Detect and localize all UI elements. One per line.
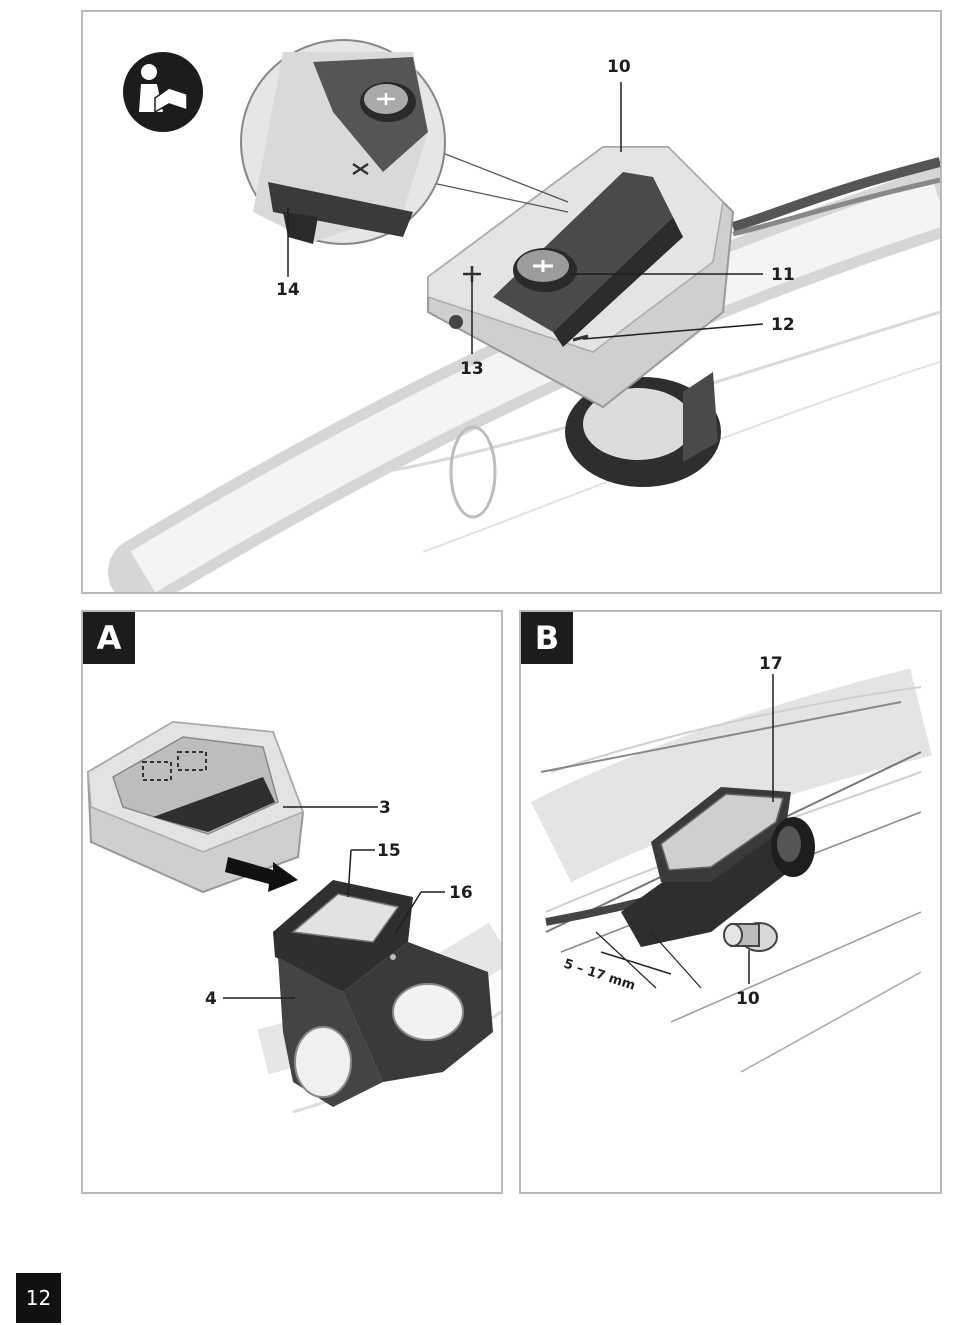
callout-12: 12 <box>771 315 795 335</box>
callout-11: 11 <box>771 265 795 285</box>
insert-arrow-icon <box>225 857 298 892</box>
display-mount-illustration: 3 15 16 4 <box>86 720 501 1114</box>
figure-panel-a: 3 15 16 4 A <box>81 610 503 1194</box>
callout-10-sensor: 10 <box>736 989 760 1009</box>
callout-16: 16 <box>449 883 473 903</box>
control-unit-illustration: 10 11 12 13 14 <box>108 39 940 592</box>
speed-sensor-illustration: 5 – 17 mm 17 10 <box>530 654 932 1073</box>
panel-letter-b: B <box>521 612 573 664</box>
callout-14: 14 <box>276 280 300 300</box>
callout-4: 4 <box>205 989 217 1009</box>
read-manual-icon <box>123 52 203 132</box>
figure-panel-b: 5 – 17 mm 17 10 B <box>519 610 942 1194</box>
callout-17: 17 <box>759 654 783 674</box>
figure-panel-overview: 10 11 12 13 14 <box>81 10 942 594</box>
callout-3: 3 <box>379 798 391 818</box>
callout-10: 10 <box>607 57 631 77</box>
page-number: 12 <box>16 1273 61 1323</box>
callout-13: 13 <box>460 359 484 379</box>
panel-letter-a: A <box>83 612 135 664</box>
callout-15: 15 <box>377 841 401 861</box>
dimension-label: 5 – 17 mm <box>562 957 637 994</box>
